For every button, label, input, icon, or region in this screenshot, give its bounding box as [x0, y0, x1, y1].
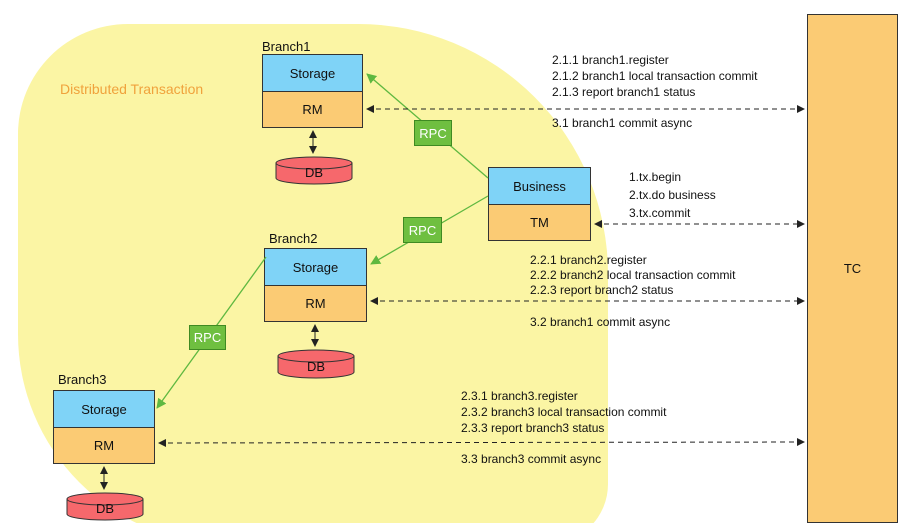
branch3-rm-box: RM: [53, 428, 155, 464]
branch3-tc-arrow: [158, 438, 805, 447]
branch2-rm-box: RM: [264, 286, 367, 322]
branch1-label: Branch1: [262, 39, 311, 54]
branch1-storage-box: Storage: [262, 54, 363, 92]
rpc-label-branch2: RPC: [403, 217, 442, 243]
branch3-storage-box: Storage: [53, 390, 155, 428]
branch3-step-report: 2.3.3 report branch3 status: [461, 421, 605, 435]
tm-box: TM: [488, 205, 591, 241]
branch3-step-register: 2.3.1 branch3.register: [461, 389, 578, 403]
branch3-step-local-commit: 2.3.2 branch3 local transaction commit: [461, 405, 667, 419]
distributed-transaction-label: Distributed Transaction: [60, 81, 204, 97]
branch1-db-label: DB: [305, 165, 323, 180]
branch1-db-cylinder: DB: [275, 156, 353, 185]
branch3-step-commit-async: 3.3 branch3 commit async: [461, 452, 602, 466]
tm-step-3: 3.tx.commit: [629, 206, 691, 220]
branch1-rm-box: RM: [262, 92, 363, 128]
branch1-step-register: 2.1.1 branch1.register: [552, 53, 669, 67]
branch3-db-label: DB: [96, 501, 114, 516]
branch2-step-report: 2.2.3 report branch2 status: [530, 283, 674, 297]
branch2-storage-box: Storage: [264, 248, 367, 286]
rpc-label-branch1: RPC: [414, 120, 452, 146]
rpc-label-branch3: RPC: [189, 325, 226, 350]
branch2-step-commit-async: 3.2 branch1 commit async: [530, 315, 671, 329]
tm-step-1: 1.tx.begin: [629, 170, 682, 184]
branch2-step-register: 2.2.1 branch2.register: [530, 253, 647, 267]
branch3-db-cylinder: DB: [66, 492, 144, 521]
branch2-db-label: DB: [307, 359, 325, 374]
branch1-step-commit-async: 3.1 branch1 commit async: [552, 116, 693, 130]
branch1-step-local-commit: 2.1.2 branch1 local transaction commit: [552, 69, 758, 83]
branch2-db-cylinder: DB: [277, 349, 355, 379]
branch3-label: Branch3: [58, 372, 107, 387]
branch2-step-local-commit: 2.2.2 branch2 local transaction commit: [530, 268, 736, 282]
branch2-label: Branch2: [269, 231, 318, 246]
branch1-step-report: 2.1.3 report branch1 status: [552, 85, 696, 99]
tm-step-2: 2.tx.do business: [629, 188, 716, 202]
business-box: Business: [488, 167, 591, 205]
